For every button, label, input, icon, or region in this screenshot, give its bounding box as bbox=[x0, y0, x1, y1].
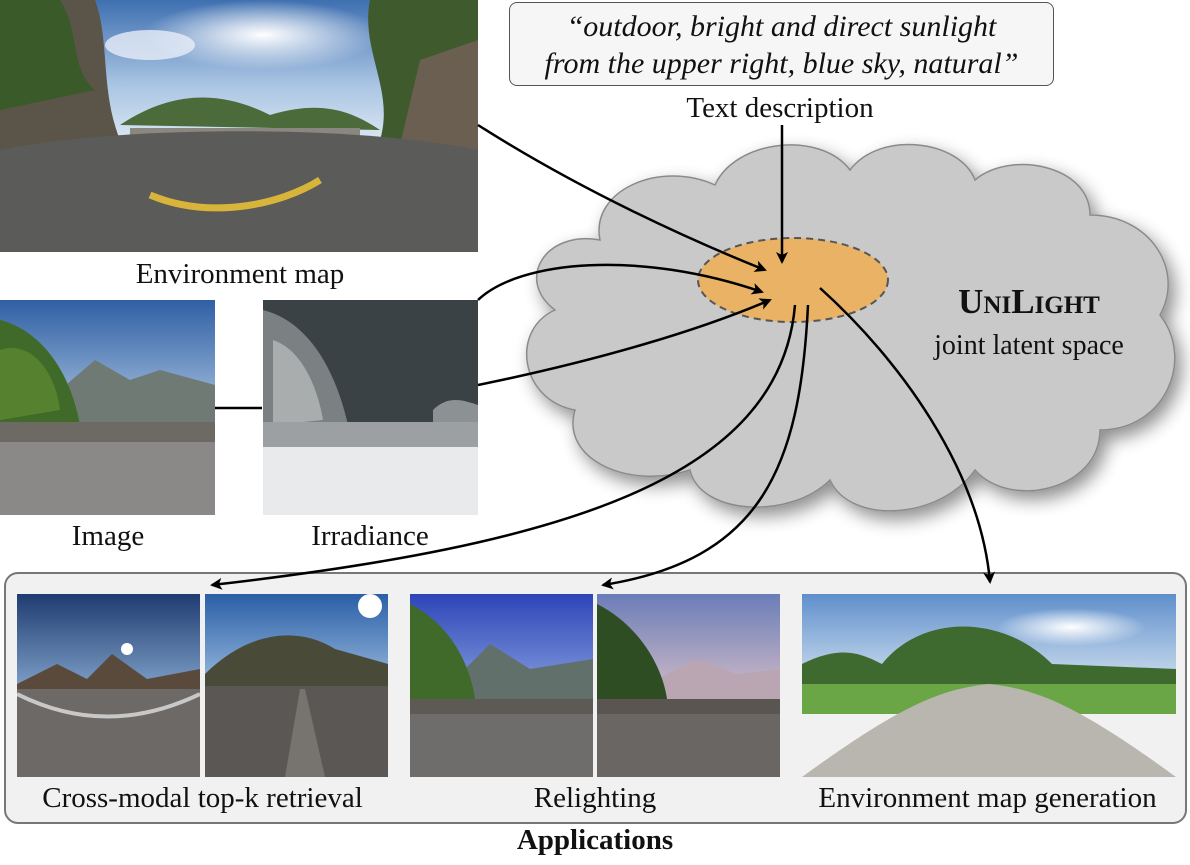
unilight-title: UniLight bbox=[958, 282, 1100, 321]
latent-space-subtitle: joint latent space bbox=[934, 330, 1124, 361]
relighting-input bbox=[410, 594, 593, 777]
environment-map-label: Environment map bbox=[135, 258, 345, 290]
generation-label: Environment map generation bbox=[818, 782, 1157, 814]
retrieval-result-1 bbox=[17, 594, 200, 777]
text-prompt-line-1: “outdoor, bright and direct sunlight bbox=[566, 10, 997, 43]
relighting-label: Relighting bbox=[533, 782, 657, 814]
irradiance-label: Irradiance bbox=[311, 520, 429, 552]
applications-title: Applications bbox=[516, 824, 674, 856]
text-prompt-box: “outdoor, bright and direct sunlight fro… bbox=[509, 2, 1054, 86]
retrieval-label: Cross-modal top-k retrieval bbox=[42, 782, 363, 814]
arrow-image-to-latent bbox=[215, 263, 762, 410]
image-photo bbox=[0, 300, 215, 515]
image-label: Image bbox=[71, 520, 145, 552]
arrow-latent-to-generation bbox=[819, 287, 996, 584]
arrow-latent-to-retrieval bbox=[210, 304, 797, 590]
environment-map-image bbox=[0, 0, 478, 252]
arrow-latent-to-relighting bbox=[601, 304, 810, 590]
arrow-irradiance-to-latent bbox=[477, 298, 772, 387]
generated-environment-map bbox=[802, 594, 1176, 777]
relighting-output bbox=[597, 594, 780, 777]
arrow-envmap-to-latent bbox=[477, 123, 767, 272]
text-description-label: Text description bbox=[686, 92, 874, 124]
irradiance-photo bbox=[263, 300, 478, 515]
retrieval-result-2 bbox=[205, 594, 388, 777]
text-prompt-line-2: from the upper right, blue sky, natural” bbox=[544, 47, 1019, 80]
